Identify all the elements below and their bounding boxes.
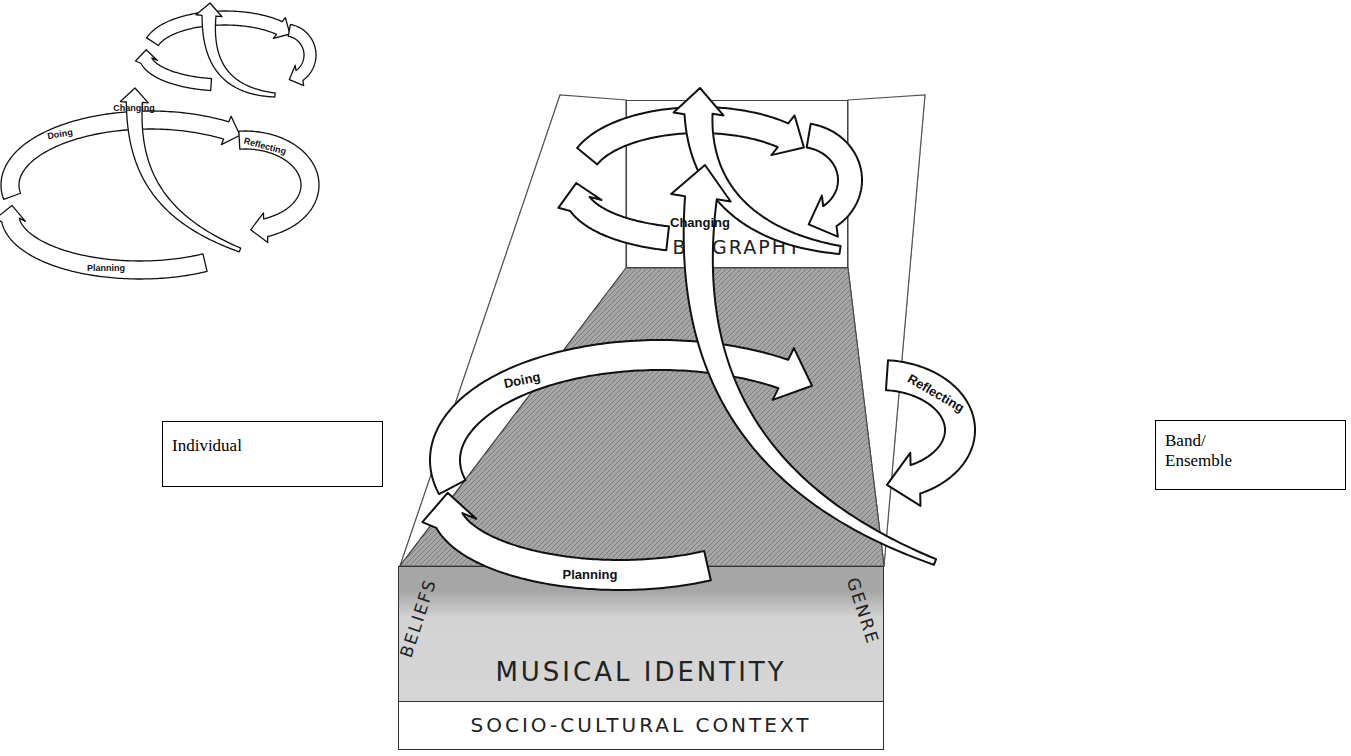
arrow-label: Changing: [670, 215, 730, 230]
arrow-shape: [239, 131, 319, 243]
arrow-shape: [0, 205, 207, 279]
cycle-arrow: Reflecting: [882, 357, 978, 509]
arrow-shape: [1, 111, 240, 199]
arrow-label: Planning: [563, 567, 618, 582]
box-label: SOCIO-CULTURAL CONTEXT: [399, 702, 883, 748]
context-band: SOCIO-CULTURAL CONTEXT: [398, 701, 884, 750]
cycle-arrow: Doing: [0, 108, 243, 203]
box-label: Individual: [172, 436, 242, 456]
cycle-arrow: Changing: [117, 85, 244, 255]
cycle-arrow: Doing: [427, 337, 816, 498]
arrow-shape: [430, 340, 812, 494]
cycle-arrow: [288, 24, 316, 85]
box-label: MUSICAL IDENTITY: [399, 657, 883, 687]
arrow-label: Planning: [87, 263, 125, 273]
label-box: Band/ Ensemble: [1155, 420, 1346, 490]
arrow-label: Changing: [113, 103, 155, 113]
arrow-shape: [886, 360, 975, 506]
floor-texture: [400, 268, 884, 566]
shaded-floor: [400, 268, 884, 566]
label-box: Individual: [162, 421, 383, 487]
arrow-outline: [427, 337, 816, 498]
arrow-outline: [0, 108, 243, 203]
arrow-shape: [422, 493, 710, 590]
cycle-arrow: Reflecting: [235, 128, 322, 246]
cycle-arrow: Planning: [419, 489, 714, 593]
cycle-arrow: Changing: [668, 162, 940, 568]
cycle-arrow: [135, 50, 211, 91]
cycle-arrow: [196, 3, 275, 97]
arrow-outline: [882, 357, 978, 509]
box-label: Band/ Ensemble: [1165, 431, 1275, 471]
